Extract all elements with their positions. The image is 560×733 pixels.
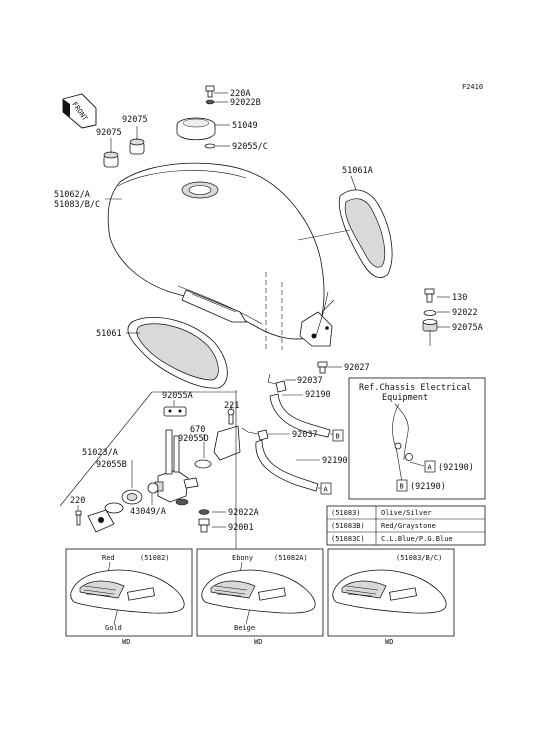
bolt-130 [424, 288, 435, 303]
ref-title-line1: Ref.Chassis Electrical [359, 383, 472, 393]
callout-220A: 220A [230, 89, 250, 99]
callout-670: 670 [190, 425, 205, 435]
table-code-1: (51083B) [331, 522, 365, 530]
ref-b-part: (92190) [410, 482, 446, 492]
screw-220 [75, 510, 82, 526]
ref-title-line2: Equipment [382, 393, 428, 403]
variant-code-1: (51082) [140, 554, 170, 562]
callout-92075-left: 92075 [96, 128, 122, 138]
callout-92190-mid: 92190 [322, 456, 348, 466]
callout-92055C: 92055/C [232, 142, 268, 152]
callout-220: 220 [70, 496, 85, 506]
bolt-92022A [198, 509, 210, 515]
callout-92055A: 92055A [162, 391, 193, 401]
damper-pair [103, 138, 145, 168]
variant-market-2: WD [254, 638, 262, 646]
callout-92055D: 92055D [178, 434, 209, 444]
variant-panel-1: (51082) Red Gold WD [65, 548, 193, 646]
callout-92055B: 92055B [96, 460, 127, 470]
hose-92190-upper [269, 380, 331, 438]
table-color-1: Red/Graystone [381, 522, 436, 530]
grommet-92075A [422, 319, 438, 332]
callout-92037-top: 92037 [297, 376, 323, 386]
side-cover-left [127, 316, 228, 389]
tap-flange [87, 509, 115, 533]
table-color-2: C.L.Blue/P.G.Blue [381, 535, 453, 543]
callout-92190-top: 92190 [305, 390, 331, 400]
callout-92027: 92027 [344, 363, 370, 373]
variant-market-3: WD [385, 638, 393, 646]
variant-top-color-2: Ebony [232, 554, 253, 562]
svg-text:A: A [428, 464, 433, 472]
variant-code-3: (51083/B/C) [396, 554, 442, 562]
table-code-0: (51083) [331, 509, 361, 517]
svg-text:B: B [336, 433, 340, 441]
front-arrow-icon: FRONT [62, 93, 97, 129]
callout-92022A: 92022A [228, 508, 259, 518]
fuel-cap [176, 117, 216, 141]
color-table: (51083) Olive/Silver (51083B) Red/Grayst… [326, 505, 486, 546]
marker-a-main: A [320, 482, 332, 495]
callout-92022: 92022 [452, 308, 478, 318]
fuel-tap [154, 429, 199, 506]
o-ring-92055D [194, 459, 212, 469]
callout-92022B: 92022B [230, 98, 261, 108]
callout-51061A: 51061A [342, 166, 373, 176]
callout-51083: 51083/B/C [54, 200, 100, 210]
cap-bolt [205, 85, 215, 105]
variant-bottom-color-1: Gold [105, 624, 122, 632]
washer-92022 [423, 310, 437, 316]
callout-92075-top: 92075 [122, 115, 148, 125]
o-ring [204, 143, 216, 149]
callout-92075A: 92075A [452, 323, 483, 333]
callout-51049: 51049 [232, 121, 258, 131]
callout-92001: 92001 [228, 523, 254, 533]
marker-b-main: B [332, 429, 344, 442]
callouts: 220A 92022B 51049 92055/C 92075 92075 51… [54, 89, 483, 533]
filter-screen [121, 489, 143, 505]
callout-51023: 51023/A [82, 448, 118, 458]
variant-top-color-1: Red [102, 554, 115, 562]
tap-cover-plate [213, 408, 241, 461]
table-code-2: (51083C) [331, 535, 365, 543]
callout-51061: 51061 [96, 329, 122, 339]
ref-a-part: (92190) [438, 463, 474, 473]
ref-chassis-box: Ref.Chassis Electrical Equipment A (9219… [348, 377, 486, 500]
svg-text:B: B [400, 483, 404, 491]
callout-51062: 51062/A [54, 190, 90, 200]
callout-221: 221 [224, 401, 239, 411]
variant-panel-2: (51082A) Ebony Beige WD [196, 548, 324, 646]
washer-43049 [147, 482, 159, 494]
ref-marker-b [396, 479, 408, 492]
callout-130: 130 [452, 293, 467, 303]
callout-92037-mid: 92037 [292, 430, 318, 440]
bolt-92027 [317, 361, 328, 374]
side-cover-right [338, 189, 393, 278]
svg-text:A: A [324, 486, 329, 494]
figure-code: F2410 [462, 83, 483, 91]
bolt-92001 [198, 518, 210, 533]
hose-92190-lower [255, 429, 319, 492]
variant-panel-3: (51083/B/C) WD [327, 548, 455, 646]
o-ring-92055B [104, 502, 124, 514]
fuel-tank [107, 162, 335, 347]
variant-market-1: WD [122, 638, 130, 646]
leader-lines [77, 92, 450, 528]
table-color-0: Olive/Silver [381, 509, 432, 517]
variant-code-2: (51082A) [274, 554, 308, 562]
tap-gasket-92055A [163, 406, 187, 417]
ref-marker-a [424, 460, 436, 473]
callout-43049: 43049/A [130, 507, 166, 517]
variant-bottom-color-2: Beige [234, 624, 255, 632]
